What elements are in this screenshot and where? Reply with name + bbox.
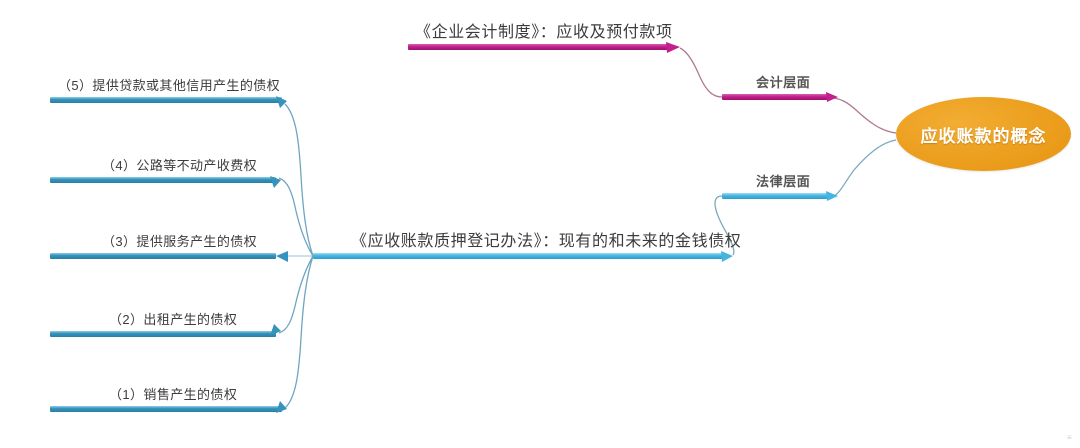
arrowhead-leaf-5 (276, 96, 287, 108)
connector-center-to-accounting (833, 97, 897, 134)
branch-label-leaf-5[interactable]: （5）提供贷款或其他信用产生的债权 (58, 78, 281, 93)
branch-bar-legal (722, 193, 830, 199)
branch-label-legal[interactable]: 法律层面 (756, 174, 811, 189)
arrowhead-leaf-3 (276, 251, 288, 262)
center-node-label: 应收账款的概念 (920, 126, 1047, 146)
branch-bar-leaf-2 (50, 331, 276, 337)
corner-watermark: ≡ (1067, 433, 1072, 442)
branch-bar-pledge-registration-measures (313, 253, 725, 259)
arrowhead-legal-branch (826, 191, 838, 201)
branch-label-accounting[interactable]: 会计层面 (756, 75, 811, 90)
branch-label-enterprise-accounting-system[interactable]: 《企业会计制度》：应收及预付款项 (415, 24, 673, 41)
branch-bar-accounting (722, 94, 830, 100)
connector-junction-to-leaf-5 (284, 103, 314, 257)
connector-junction-to-leaf-4 (278, 177, 314, 257)
branch-label-leaf-2[interactable]: （2）出租产生的债权 (109, 312, 238, 327)
arrowhead-accounting-branch (826, 92, 838, 102)
arrowhead-enterprise-accounting-system (666, 42, 680, 53)
branch-bar-leaf-3 (50, 253, 276, 259)
branch-bar-enterprise-accounting-system (408, 44, 670, 50)
connector-junction-to-leaf-2 (278, 255, 314, 334)
connector-center-to-legal (833, 139, 897, 197)
branch-bar-leaf-4 (50, 177, 276, 183)
branch-bar-leaf-5 (50, 97, 282, 103)
center-node[interactable]: 应收账款的概念 (896, 97, 1071, 171)
branch-label-pledge-registration-measures[interactable]: 《应收账款质押登记办法》：现有的和未来的金钱债权 (351, 233, 742, 250)
connector-junction-to-leaf-1 (284, 255, 314, 409)
branch-bar-leaf-1 (50, 406, 282, 412)
connector-legal-to-doc (714, 195, 735, 256)
arrowhead-leaf-2 (270, 324, 281, 336)
arrowhead-leaf-4 (270, 176, 281, 188)
branch-label-leaf-4[interactable]: （4）公路等不动产收费权 (102, 158, 258, 173)
branch-label-leaf-3[interactable]: （3）提供服务产生的债权 (102, 234, 258, 249)
connector-accounting-to-doc (679, 47, 723, 98)
branch-label-leaf-1[interactable]: （1）销售产生的债权 (109, 387, 238, 402)
arrowhead-leaf-1 (276, 401, 287, 413)
arrowhead-pledge-registration-measures (721, 251, 733, 262)
